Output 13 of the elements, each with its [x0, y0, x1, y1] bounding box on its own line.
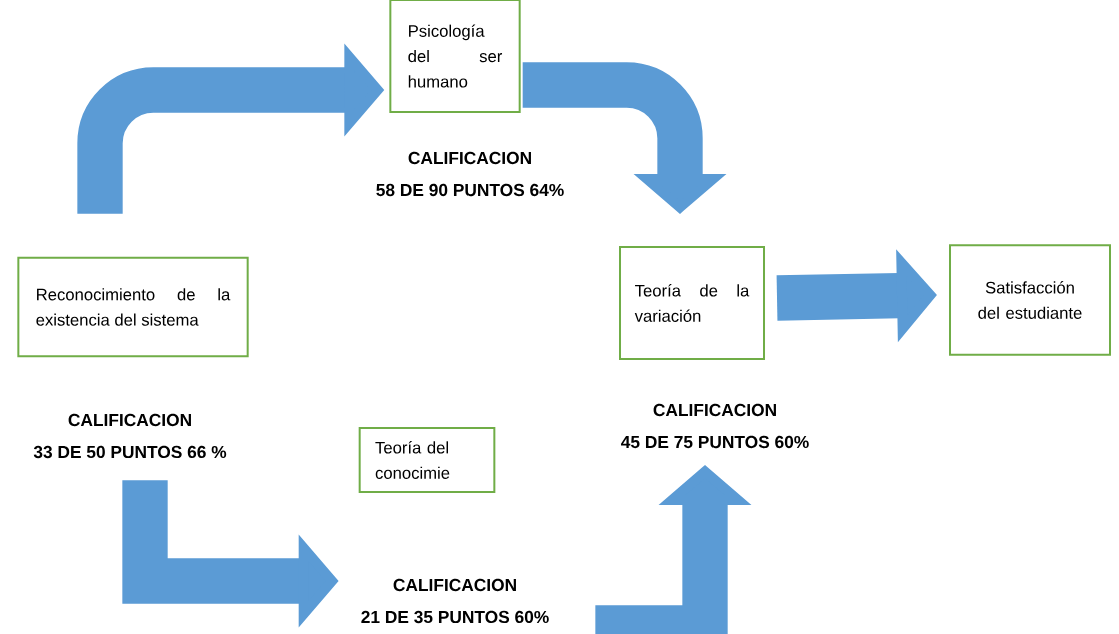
score-label: CALIFICACION	[408, 151, 531, 165]
score-label: 33 DE 50 PUNTOS 66 %	[33, 445, 227, 459]
text-box: Teoría del conocimie	[358, 427, 496, 493]
score-label: 58 DE 90 PUNTOS 64%	[376, 183, 564, 197]
score-label: 21 DE 35 PUNTOS 60%	[361, 610, 549, 624]
text-box: Psicología del ser humano	[389, 0, 521, 113]
text-box: Teoría de la variación	[619, 246, 765, 360]
text-box: Satisfacción del estudiante	[949, 244, 1111, 356]
score-label: CALIFICACION	[393, 578, 516, 592]
score-label: 45 DE 75 PUNTOS 60%	[621, 435, 809, 449]
score-label: CALIFICACION	[653, 403, 776, 417]
score-label: CALIFICACION	[68, 413, 191, 427]
text-box: Reconocimiento de la existencia del sistema	[17, 256, 249, 358]
